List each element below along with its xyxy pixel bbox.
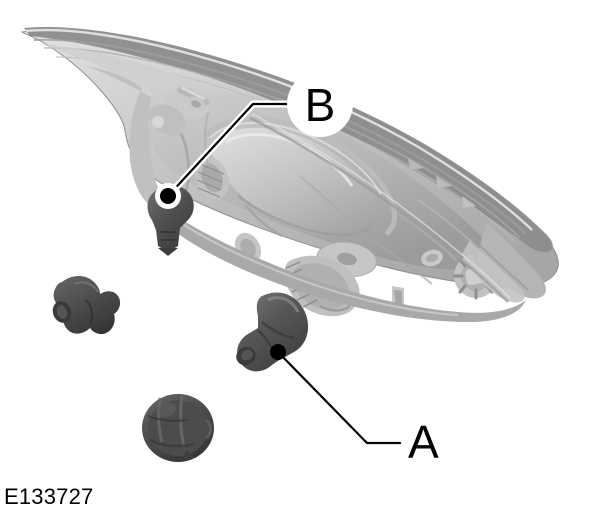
locating-boss <box>421 249 443 267</box>
retaining-clip-lower <box>142 394 214 462</box>
housing-rib-3 <box>245 205 283 238</box>
headlamp-right-facet-line <box>465 231 529 291</box>
housing-seam-main-highlight <box>251 113 511 299</box>
housing-rib-2 <box>203 111 210 167</box>
bulb <box>236 292 309 372</box>
housing-brace-2 <box>417 199 487 257</box>
headlamp-right-facet-1 <box>478 222 546 299</box>
housing-fin-3 <box>408 158 424 170</box>
callout-a-label: A <box>408 416 439 468</box>
callout-a: A <box>270 344 439 468</box>
housing-brace-1 <box>397 212 457 261</box>
callout-a-leader-line <box>276 350 402 445</box>
bulb-socket-left <box>195 156 229 200</box>
adjuster-peg-upper-right <box>187 96 205 112</box>
retaining-clip-upper <box>52 276 121 335</box>
housing-rib-4 <box>299 175 349 219</box>
callout-b: B <box>155 71 353 209</box>
reflector-bowl <box>211 127 378 237</box>
housing-fin-2 <box>462 196 476 208</box>
callout-b-anchor-dot <box>160 188 176 204</box>
callout-b-leader-line <box>166 102 294 198</box>
reflector-bowl-shadow <box>237 195 371 237</box>
callout-b-label: B <box>305 79 336 131</box>
housing-brace-3 <box>359 231 433 285</box>
callout-b-bubble <box>287 71 353 137</box>
headlamp-lower-edge <box>170 212 526 322</box>
headlamp-assembly <box>20 26 559 322</box>
headlamp-right-facet-2 <box>462 240 525 303</box>
headlamp-lower-edge-highlight <box>179 221 459 316</box>
callout-a-anchor-dot <box>270 344 286 360</box>
housing-seam-main <box>249 116 509 303</box>
figure-id-label: E133727 <box>4 484 94 509</box>
housing-fin-1 <box>436 176 452 188</box>
headlamp-inner-bezel-left <box>86 66 170 211</box>
